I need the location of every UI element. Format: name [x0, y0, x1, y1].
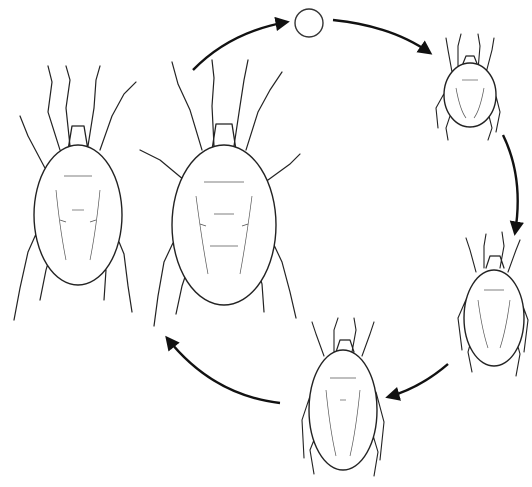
protonymph-icon — [458, 232, 528, 376]
adult-icon — [140, 60, 300, 326]
larva-icon — [436, 34, 500, 140]
arrow-adult-to-egg — [193, 22, 287, 70]
egg-icon — [295, 9, 323, 37]
adult-icon — [14, 66, 136, 320]
arrow-tritonymph-to-adult — [167, 338, 280, 403]
tritonymph-icon — [302, 318, 384, 476]
arrow-larva-to-protonymph — [503, 135, 518, 233]
arrow-protonymph-to-tritonymph — [388, 364, 448, 397]
arrow-egg-to-larva — [333, 20, 430, 53]
